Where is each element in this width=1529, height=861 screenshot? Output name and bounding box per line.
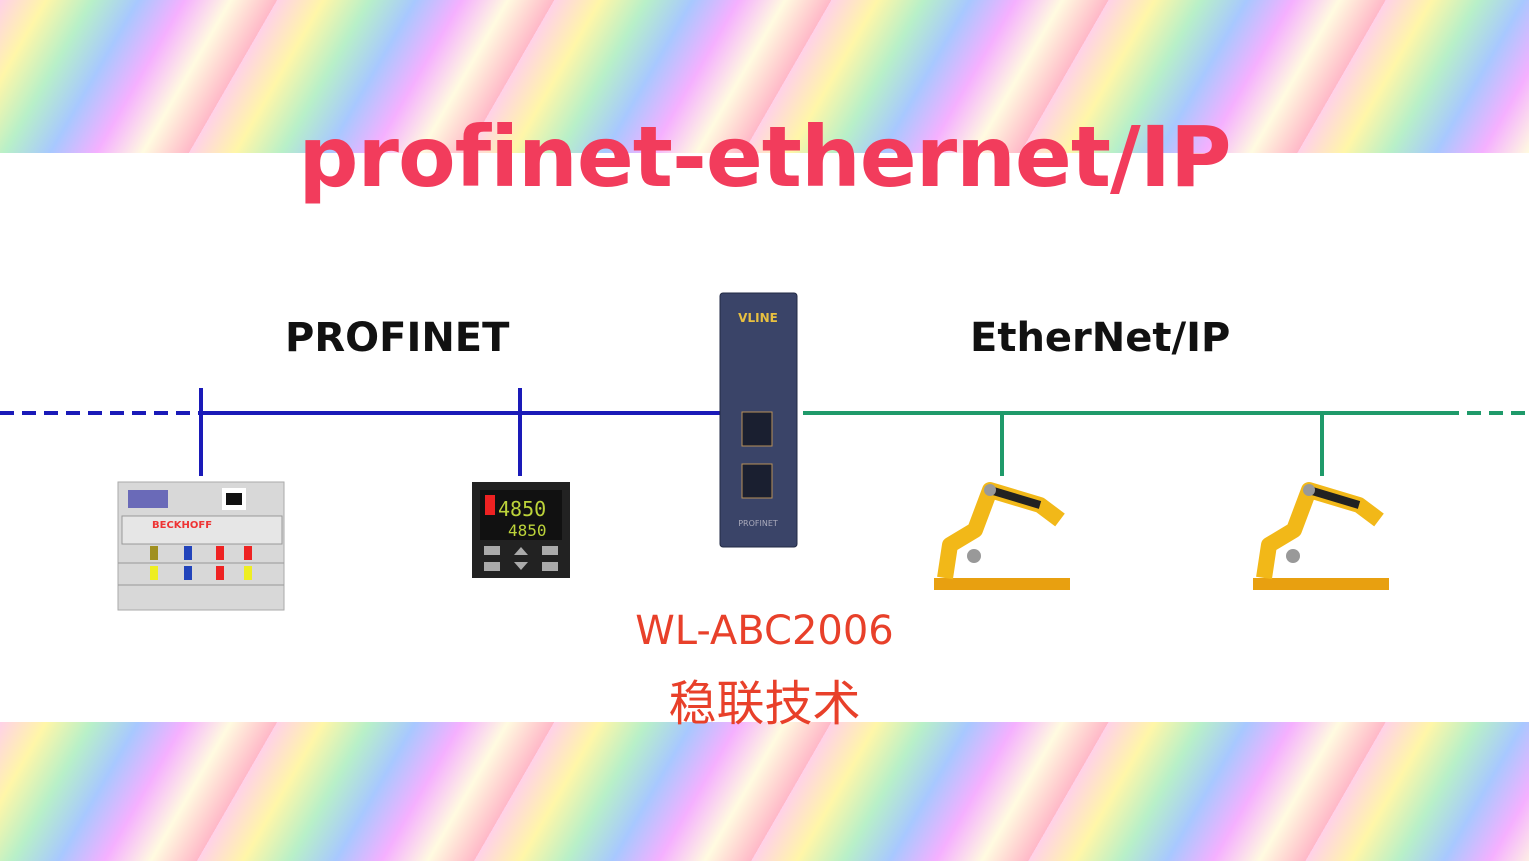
plc-brand-text: BECKHOFF [152, 520, 212, 531]
decorative-rainbow-band-bottom [0, 722, 1529, 861]
robot-arm-1 [934, 482, 1070, 590]
gateway-brand: VLINE [738, 311, 778, 325]
ethernetip-bus [803, 411, 1529, 476]
page-title: profinet-ethernet/IP [298, 108, 1231, 206]
gateway-port-label: PROFINET [738, 519, 778, 528]
profinet-bus [0, 388, 722, 476]
product-model: WL-ABC2006 [635, 608, 894, 654]
gateway-device: VLINE PROFINET [719, 292, 798, 548]
display-top: 4850 [498, 497, 546, 521]
decorative-rainbow-band-top [0, 0, 1529, 153]
display-bottom: 4850 [508, 521, 547, 540]
profinet-label: PROFINET [285, 315, 510, 361]
beckhoff-plc: BECKHOFF [117, 481, 285, 611]
robot-arm-2 [1253, 482, 1389, 590]
company-name: 稳联技术 [668, 676, 861, 732]
ethernetip-label: EtherNet/IP [970, 315, 1231, 361]
temperature-controller: 4850 4850 [472, 482, 570, 578]
